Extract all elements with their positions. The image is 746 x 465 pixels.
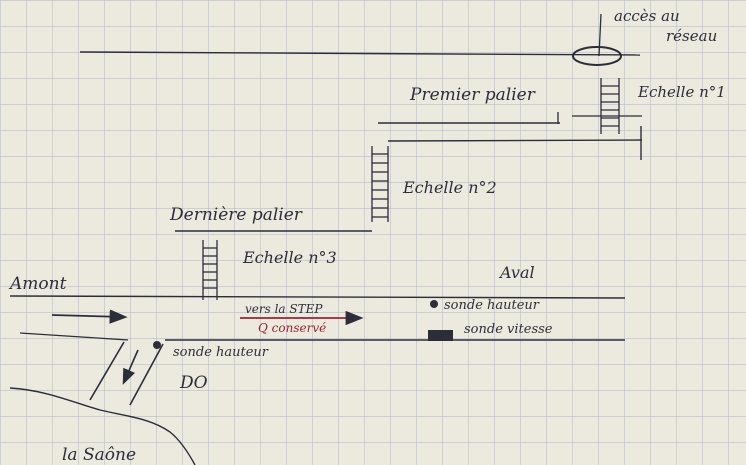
overflow-wall-right — [129, 343, 164, 406]
ladder-1 — [600, 78, 620, 134]
ladder-2 — [371, 146, 389, 222]
access-pointer-line — [598, 13, 602, 57]
velocity-sensor-block — [428, 330, 453, 341]
river-label: la Saône — [62, 445, 136, 465]
level-sensor-left-dot — [153, 341, 161, 349]
manhole-access — [572, 46, 622, 66]
flow-arrow-amont — [51, 309, 128, 324]
river-bank — [9, 387, 196, 465]
channel-bottom-left — [19, 332, 129, 341]
ladder-2-label: Echelle n°2 — [402, 178, 497, 197]
ladder-1-label: Echelle n°1 — [637, 83, 726, 101]
level-sensor-right-label: sonde hauteur — [444, 298, 540, 313]
last-landing-label: Dernière palier — [169, 205, 303, 225]
network-line — [79, 51, 641, 56]
first-landing-label: Premier palier — [409, 85, 536, 105]
level-sensor-right-dot — [430, 300, 438, 308]
overflow-wall-left — [89, 341, 125, 401]
first-landing-floor — [387, 139, 643, 142]
do-label: DO — [179, 373, 208, 393]
aval-label: Aval — [498, 263, 535, 282]
conserve-label: Q conservé — [258, 321, 326, 335]
access-label-line1: accès au — [614, 7, 680, 25]
velocity-sensor-label: sonde vitesse — [464, 322, 553, 337]
amont-label: Amont — [8, 274, 67, 294]
level-sensor-left-label: sonde hauteur — [173, 345, 269, 360]
ladder-3-label: Echelle n°3 — [242, 248, 337, 267]
access-label-line2: réseau — [666, 27, 717, 45]
overflow-flow-arrow — [122, 349, 139, 385]
ladder-3 — [202, 240, 218, 300]
to-step-label: vers la STEP — [245, 302, 323, 316]
channel-top-line — [9, 295, 626, 299]
